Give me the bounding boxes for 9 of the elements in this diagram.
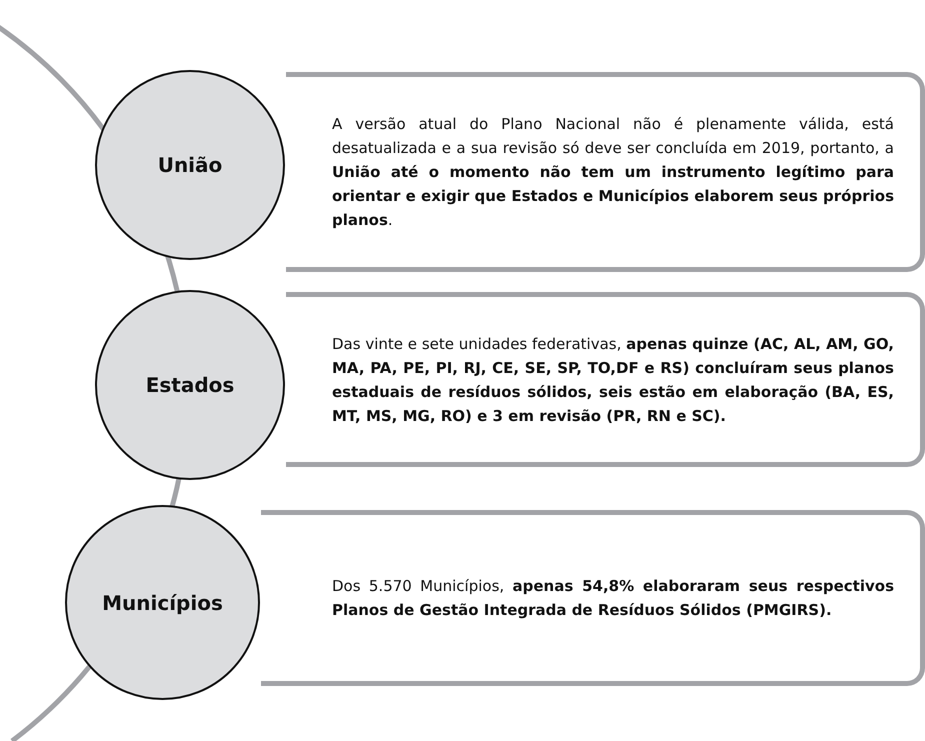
circle-label: Estados: [146, 373, 234, 397]
text-panel: [286, 292, 925, 467]
description-text: Dos 5.570 Municípios, apenas 54,8% elaboraram seus respectivos Planos de Gestão Integrada de Resíduos Sólidos (PMGIRS).: [332, 576, 894, 621]
circle-label: Municípios: [102, 590, 223, 614]
circle-label: União: [158, 153, 222, 177]
text-panel: [261, 510, 925, 686]
text-panel: [286, 72, 925, 272]
description-text: Das vinte e sete unidades federativas, apenas quinze (AC, AL, AM, GO, MA, PA, PE, PI, RJ, CE, SE, SP, TO,DF e RS) concluíram seus planos estaduais de resíduos sólidos, seis estão em elaboração (BA, ES, MT, MS, MG, RO) e 3 em revisão (PR, RN e SC).: [332, 334, 894, 426]
description-text: A versão atual do Plano Nacional não é plenamente válida, está desatualizada e a sua revisão só deve ser concluída em 2019, portanto, a União até o momento não tem um instrumento legítimo para orientar e exigir que Estados e Municípios elaborem seus próprios planos.: [332, 114, 894, 231]
